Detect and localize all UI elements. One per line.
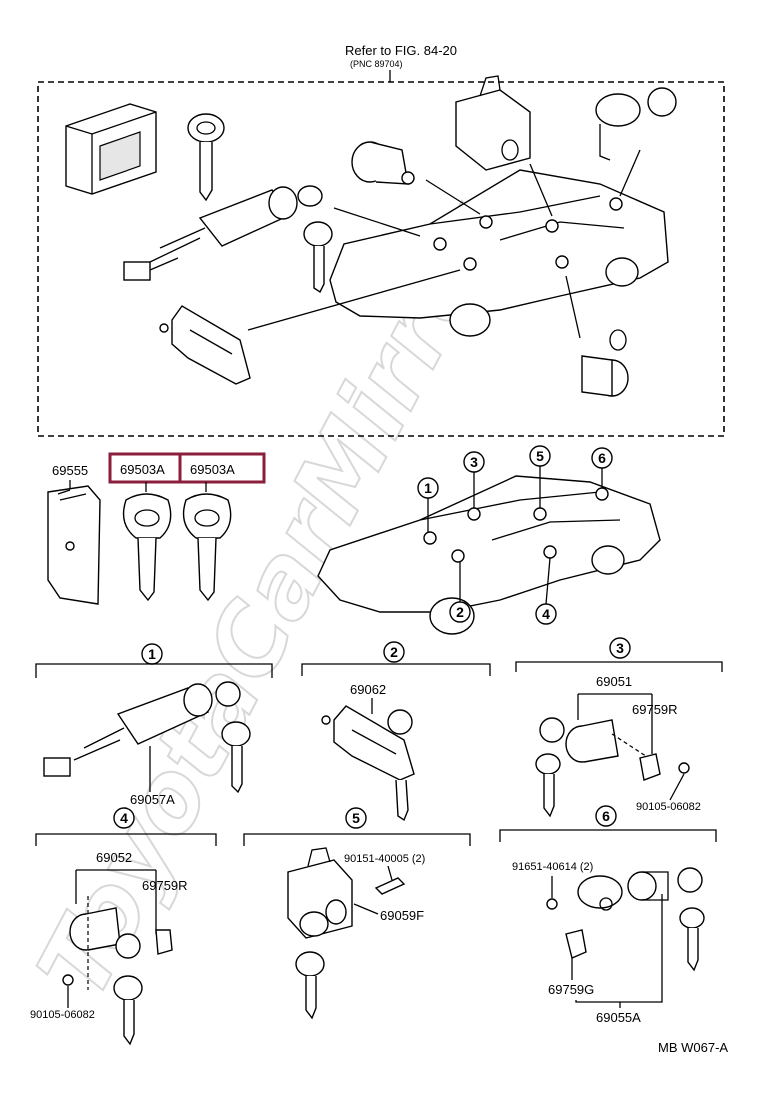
trunk-lock-drawing-top [595, 87, 677, 161]
group-5: 5 90151-40005 (2) 69059F [243, 807, 471, 1020]
lock-cylinder-drawing-g3 [535, 717, 690, 818]
part-69555-label: 69555 [52, 463, 88, 478]
trunk-lock-drawing-g6 [565, 867, 705, 972]
glovebox-lock-drawing-g5 [287, 847, 353, 1020]
callout-2-mid: 2 [449, 562, 471, 623]
part-69759r-label-g4: 69759R [142, 878, 188, 893]
svg-text:3: 3 [470, 454, 478, 470]
part-69051-label: 69051 [596, 674, 632, 689]
part-90105-06082-label-g4: 90105-06082 [30, 1009, 95, 1021]
callout-1-mid: 1 [417, 477, 439, 532]
key-drawing-mid-1 [122, 493, 172, 602]
group-3: 3 69051 69759R 90105-06082 [515, 637, 723, 818]
key-tag-drawing [47, 485, 101, 605]
bracket-drawing-g2 [321, 705, 415, 822]
ignition-cylinder-drawing-top [123, 186, 298, 281]
svg-text:1: 1 [424, 480, 432, 496]
callout-3-mid: 3 [463, 451, 485, 508]
svg-text:4: 4 [542, 606, 550, 622]
callout-4-mid: 4 [535, 557, 557, 625]
svg-text:4: 4 [120, 810, 128, 826]
glovebox-lock-drawing-top [455, 75, 531, 171]
car-drawing-top [329, 169, 669, 337]
part-69059f-label: 69059F [380, 908, 424, 923]
door-cylinder-drawing-top [351, 141, 415, 185]
ignition-cylinder-drawing-g1 [43, 681, 251, 794]
svg-text:2: 2 [390, 644, 398, 660]
part-69062-label: 69062 [350, 682, 386, 697]
reference-frame [37, 81, 725, 437]
svg-text:6: 6 [602, 808, 610, 824]
part-90151-40005-label: 90151-40005 (2) [344, 853, 425, 865]
key-drawing-mid-2 [182, 493, 232, 602]
svg-text:5: 5 [536, 448, 544, 464]
part-91651-40614-label: 91651-40614 (2) [512, 861, 593, 873]
part-69055a-label: 69055A [596, 1010, 641, 1025]
ecu-module-drawing [65, 103, 157, 195]
svg-text:6: 6 [598, 450, 606, 466]
key-drawing-top [187, 113, 225, 202]
part-69759g-label: 69759G [548, 982, 594, 997]
callout-6-mid: 6 [591, 447, 613, 488]
bracket-drawing-top [159, 305, 251, 385]
part-90105-06082-label-g3: 90105-06082 [636, 801, 701, 813]
callout-5-mid: 5 [529, 445, 551, 508]
pnc-label: (PNC 89704) [350, 59, 403, 69]
part-69052-label: 69052 [96, 850, 132, 865]
group-4: 4 69052 69759R 90105-06082 [30, 807, 217, 1046]
group-2: 2 69062 [301, 641, 491, 822]
svg-text:2: 2 [456, 604, 464, 620]
highlight-box-2 [178, 452, 266, 484]
svg-text:1: 1 [148, 646, 156, 662]
part-69503a-label-1: 69503A [120, 462, 165, 477]
svg-text:5: 5 [352, 810, 360, 826]
diagram-code: MB W067-A [658, 1040, 728, 1055]
part-69503a-label-2: 69503A [190, 462, 235, 477]
group-6: 6 91651-40614 (2) 69759G 69055A [499, 805, 717, 1025]
group-1: 1 69057A [35, 643, 273, 807]
svg-text:3: 3 [616, 640, 624, 656]
rear-cylinder-drawing-top [581, 329, 629, 397]
arrows-top [247, 149, 641, 339]
part-69057a-label: 69057A [130, 792, 175, 807]
key-drawing-top-2 [297, 185, 333, 294]
lock-cylinder-drawing-g4 [62, 896, 173, 1046]
refer-label: Refer to FIG. 84-20 [345, 43, 457, 58]
part-69759r-label-g3: 69759R [632, 702, 678, 717]
